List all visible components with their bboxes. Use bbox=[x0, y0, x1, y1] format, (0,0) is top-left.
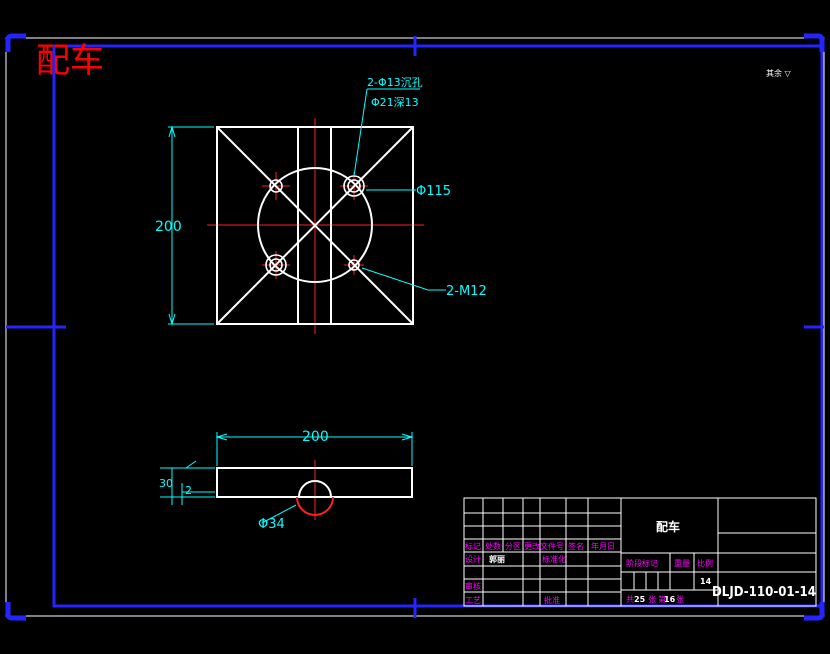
outer-frame bbox=[5, 37, 825, 617]
bore-leader bbox=[261, 504, 297, 524]
tb-scale: 比例 bbox=[697, 558, 713, 568]
title-mark: 配车 bbox=[36, 41, 104, 81]
hole-note-line2: Φ21深13 bbox=[371, 96, 419, 109]
tb-change-doc: 更改文件号 bbox=[524, 541, 564, 551]
tb-total-sheets: 25 bbox=[634, 595, 646, 604]
tb-review: 审核 bbox=[465, 581, 481, 591]
tb-signature: 签名 bbox=[568, 541, 584, 551]
tb-date: 年月日 bbox=[591, 541, 615, 551]
title-block: 标记 处数 分区 更改文件号 签名 年月日 设计 标准化 审核 工艺 批准 阶段… bbox=[463, 497, 817, 607]
diagonal-b bbox=[216, 126, 414, 325]
plate-outline bbox=[216, 126, 414, 325]
tb-zone: 分区 bbox=[505, 542, 521, 551]
tb-sheet-no: 16 bbox=[664, 595, 676, 604]
tb-stage-mark: 阶段标记 bbox=[626, 558, 658, 568]
side-view: 200 30 2 Φ34 bbox=[159, 429, 414, 532]
inner-border bbox=[52, 44, 824, 608]
dim-height bbox=[168, 125, 214, 326]
bolt-circle-label: Φ115 bbox=[416, 184, 451, 199]
dim-width bbox=[215, 432, 414, 466]
tb-drawing-number: DLJD-110-01-14 bbox=[712, 585, 816, 600]
dim-width-label: 200 bbox=[302, 429, 329, 445]
thread-leader bbox=[361, 267, 446, 291]
center-bore bbox=[257, 167, 373, 283]
tb-mark: 标记 bbox=[465, 541, 481, 551]
tb-material: 14 bbox=[700, 577, 712, 586]
tb-part-name: 配车 bbox=[656, 519, 680, 534]
dim-thickness-label: 30 bbox=[159, 477, 173, 490]
side-bore-top bbox=[298, 480, 332, 498]
thread-label: 2-M12 bbox=[446, 284, 487, 299]
side-plate bbox=[216, 467, 413, 498]
dim-step-label: 2 bbox=[185, 484, 192, 497]
side-bore-arc bbox=[296, 496, 334, 516]
corner-marks bbox=[5, 33, 825, 621]
bore-label: Φ34 bbox=[258, 517, 285, 532]
tb-page: 第 bbox=[658, 594, 666, 604]
tb-count: 处数 bbox=[485, 541, 501, 551]
dim-thickness bbox=[160, 460, 215, 505]
hole-note-line1: 2-Φ13沉孔 bbox=[367, 76, 423, 89]
scale-note: 其余 ▽ bbox=[766, 68, 792, 78]
tb-sheets-of: 张 bbox=[648, 595, 656, 604]
center-ticks bbox=[6, 36, 824, 618]
tb-weight: 重量 bbox=[674, 558, 690, 568]
hole-note-leader bbox=[353, 88, 420, 177]
tb-page-suffix: 张 bbox=[676, 595, 684, 604]
tb-total: 共 bbox=[626, 595, 634, 604]
tb-standardize: 标准化 bbox=[542, 554, 566, 564]
top-view: 200 2-Φ13沉孔 Φ21深13 Φ115 2-M12 bbox=[155, 76, 487, 334]
dim-height-label: 200 bbox=[155, 219, 182, 235]
tb-designer: 郭丽 bbox=[489, 554, 505, 564]
tb-process: 工艺 bbox=[465, 596, 481, 605]
tb-design: 设计 bbox=[465, 554, 481, 564]
tb-approve: 批准 bbox=[544, 595, 560, 605]
